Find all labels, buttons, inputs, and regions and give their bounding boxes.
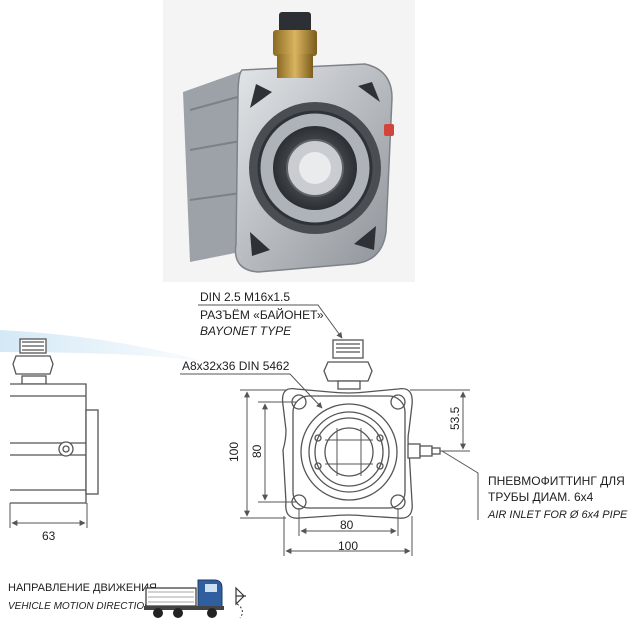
air-inlet-callout-leader [441, 450, 479, 520]
direction-arrow-icon [235, 586, 246, 619]
dim-side-width-label: 63 [42, 529, 56, 543]
connector-callout-line2: РАЗЪЁМ «БАЙОНЕТ» [200, 307, 324, 322]
air-inlet-line3: AIR INLET FOR Ø 6x4 PIPE [487, 509, 628, 521]
dim-height-inner-label: 80 [250, 444, 264, 458]
product-render [163, 0, 415, 282]
spline-callout-leader [180, 373, 323, 409]
dim-height-outer-label: 100 [227, 442, 241, 462]
front-dimensions [240, 389, 470, 556]
side-view-drawing [10, 338, 99, 504]
dim-width-inner-label: 80 [340, 518, 354, 532]
motion-direction-ru: НАПРАВЛЕНИЕ ДВИЖЕНИЯ [8, 582, 157, 594]
connector-callout-line1: DIN 2.5 M16x1.5 [200, 290, 290, 304]
mount-hole-bl [250, 232, 270, 256]
front-view-drawing [281, 339, 441, 519]
mount-hole-tl [250, 84, 272, 108]
truck-icon [144, 579, 224, 618]
shaft-core [299, 152, 331, 184]
connector-callout-line3: BAYONET TYPE [200, 324, 292, 338]
dim-width-outer-label: 100 [338, 539, 358, 553]
air-inlet-line1: ПНЕВМОФИТТИНГ ДЛЯ [488, 474, 625, 488]
dim-side-width [9, 503, 88, 528]
body-side [183, 70, 250, 262]
brass-fitting [273, 30, 317, 56]
air-fitting-red [384, 124, 394, 136]
spline-label: A8x32x36 DIN 5462 [182, 359, 290, 373]
motion-direction-en: VEHICLE MOTION DIRECTION [8, 601, 152, 612]
mount-hole-tr [358, 82, 380, 102]
air-inlet-line2: ТРУБЫ ДИАМ. 6x4 [488, 490, 594, 504]
dim-offset-label: 53.5 [448, 406, 462, 430]
mount-hole-br [354, 226, 376, 250]
brass-base [277, 54, 313, 78]
decorative-swoosh [0, 330, 230, 368]
connector-callout-leader [198, 304, 343, 339]
